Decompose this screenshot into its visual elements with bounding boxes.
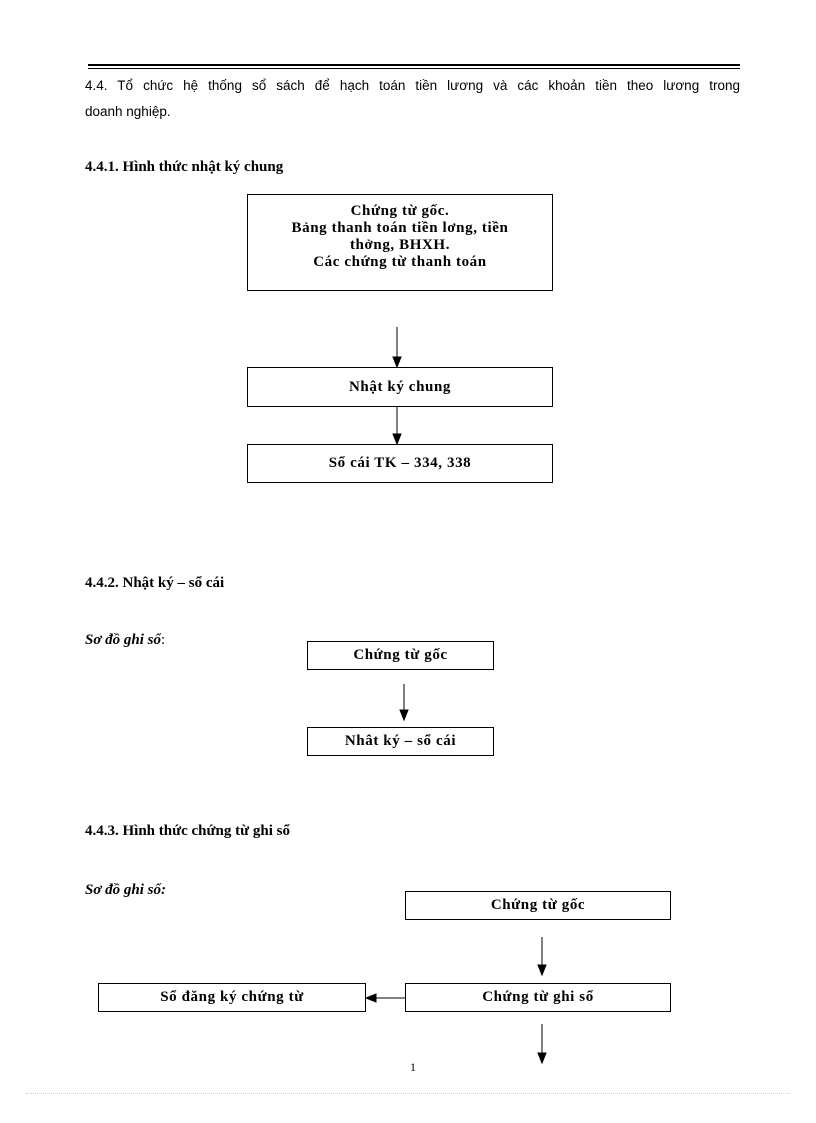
- source-line-2: Bảng thanh toán tiền lơng, tiền: [291, 220, 509, 236]
- diagram-label-442-text: Sơ đồ ghi sổ: [85, 632, 161, 648]
- intro-line-1: 4.4. Tổ chức hệ thống sổ sách để hạch to…: [85, 78, 740, 93]
- diagram-label-443: Sơ đồ ghi sổ:: [85, 882, 166, 898]
- box-source-documents: Chứng từ gốc. Bảng thanh toán tiền lơng,…: [247, 194, 553, 291]
- page-bottom-rule: [26, 1093, 790, 1094]
- box-journal-ledger: Nhât ký – sổ cái: [307, 727, 494, 756]
- intro-line-2: doanh nghiệp.: [85, 104, 171, 119]
- box-ledger-334-338: Sổ cái TK – 334, 338: [247, 444, 553, 483]
- source-line-4: Các chứng từ thanh toán: [313, 254, 487, 270]
- diagram-label-442: Sơ đồ ghi sổ:: [85, 632, 165, 649]
- section-heading-441: 4.4.1. Hình thức nhật ký chung: [85, 159, 284, 175]
- arrow-source-to-journal: [392, 327, 402, 369]
- box-voucher-record: Chứng từ ghi sổ: [405, 983, 671, 1012]
- arrow-442-source-to-ledger: [399, 684, 409, 722]
- section-heading-442: 4.4.2. Nhật ký – sổ cái: [85, 575, 225, 591]
- arrow-journal-to-ledger: [392, 407, 402, 446]
- source-line-3: thởng, BHXH.: [349, 237, 451, 253]
- diagram-label-442-colon: :: [161, 632, 166, 648]
- page-number: 1: [410, 1060, 416, 1074]
- box-source-442: Chứng từ gốc: [307, 641, 494, 670]
- box-source-443: Chứng từ gốc: [405, 891, 671, 920]
- box-voucher-register: Sổ đăng ký chứng từ: [98, 983, 366, 1012]
- arrow-voucher-to-register: [364, 993, 405, 1003]
- arrow-voucher-down: [537, 1024, 547, 1065]
- header-rule-thin: [88, 68, 740, 69]
- box-general-journal: Nhật ký chung: [247, 367, 553, 407]
- header-rule: [88, 64, 740, 66]
- source-line-1: Chứng từ gốc.: [350, 203, 450, 219]
- section-heading-443: 4.4.3. Hình thức chứng từ ghi sổ: [85, 823, 290, 839]
- arrow-443-source-to-voucher: [537, 937, 547, 977]
